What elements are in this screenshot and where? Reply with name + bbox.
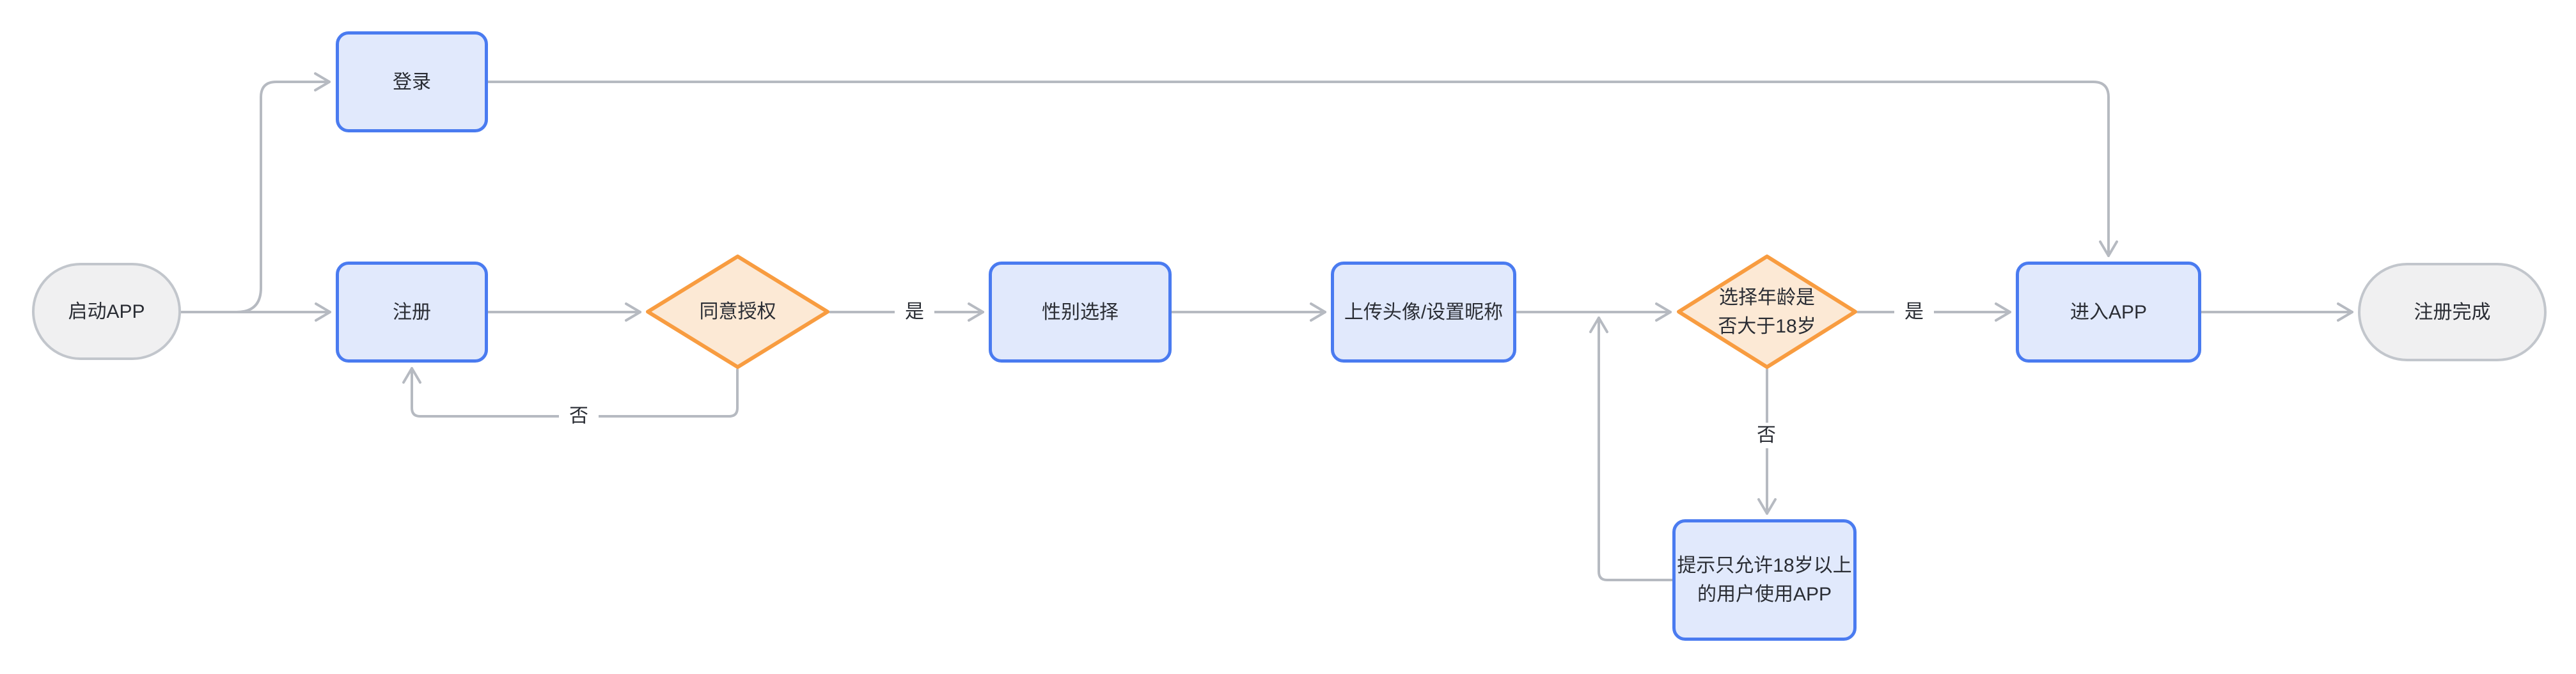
node-start-label: 启动APP — [68, 301, 145, 322]
node-age-tip[interactable]: 提示只允许18岁以上的用户使用APP — [1672, 519, 1857, 641]
connector-login-to-enter — [487, 81, 2118, 257]
node-done[interactable]: 注册完成 — [2358, 263, 2547, 361]
node-gender[interactable]: 性别选择 — [989, 262, 1172, 363]
edge-label-age-yes: 是 — [1894, 299, 1934, 325]
node-register[interactable]: 注册 — [336, 262, 488, 363]
node-authorize-label: 同意授权 — [699, 301, 776, 322]
diamond-shape — [1677, 255, 1857, 369]
node-age-check[interactable]: 选择年龄是否大于18岁 — [1676, 254, 1858, 370]
edge-label-authorize-yes: 是 — [895, 299, 934, 325]
node-start[interactable]: 启动APP — [32, 263, 181, 360]
node-done-label: 注册完成 — [2414, 301, 2491, 323]
connector-start-to-login — [235, 72, 331, 313]
node-age-check-label: 选择年龄是否大于18岁 — [1718, 286, 1816, 337]
edge-label-authorize-no: 否 — [559, 404, 599, 429]
node-enter-label: 进入APP — [2069, 301, 2148, 323]
node-gender-label: 性别选择 — [1042, 301, 1119, 323]
diamond-shape — [646, 255, 829, 369]
node-register-label: 注册 — [393, 301, 431, 323]
node-authorize[interactable]: 同意授权 — [645, 254, 830, 370]
node-avatar[interactable]: 上传头像/设置昵称 — [1331, 262, 1516, 363]
edge-label-age-no: 否 — [1747, 423, 1786, 448]
node-avatar-label: 上传头像/设置昵称 — [1344, 301, 1504, 323]
node-enter[interactable]: 进入APP — [2016, 262, 2201, 363]
connector-tip-feedback-up — [1589, 317, 1674, 581]
node-login-label: 登录 — [393, 71, 431, 93]
node-login[interactable]: 登录 — [336, 31, 488, 132]
node-age-tip-label: 提示只允许18岁以上的用户使用APP — [1677, 555, 1852, 605]
